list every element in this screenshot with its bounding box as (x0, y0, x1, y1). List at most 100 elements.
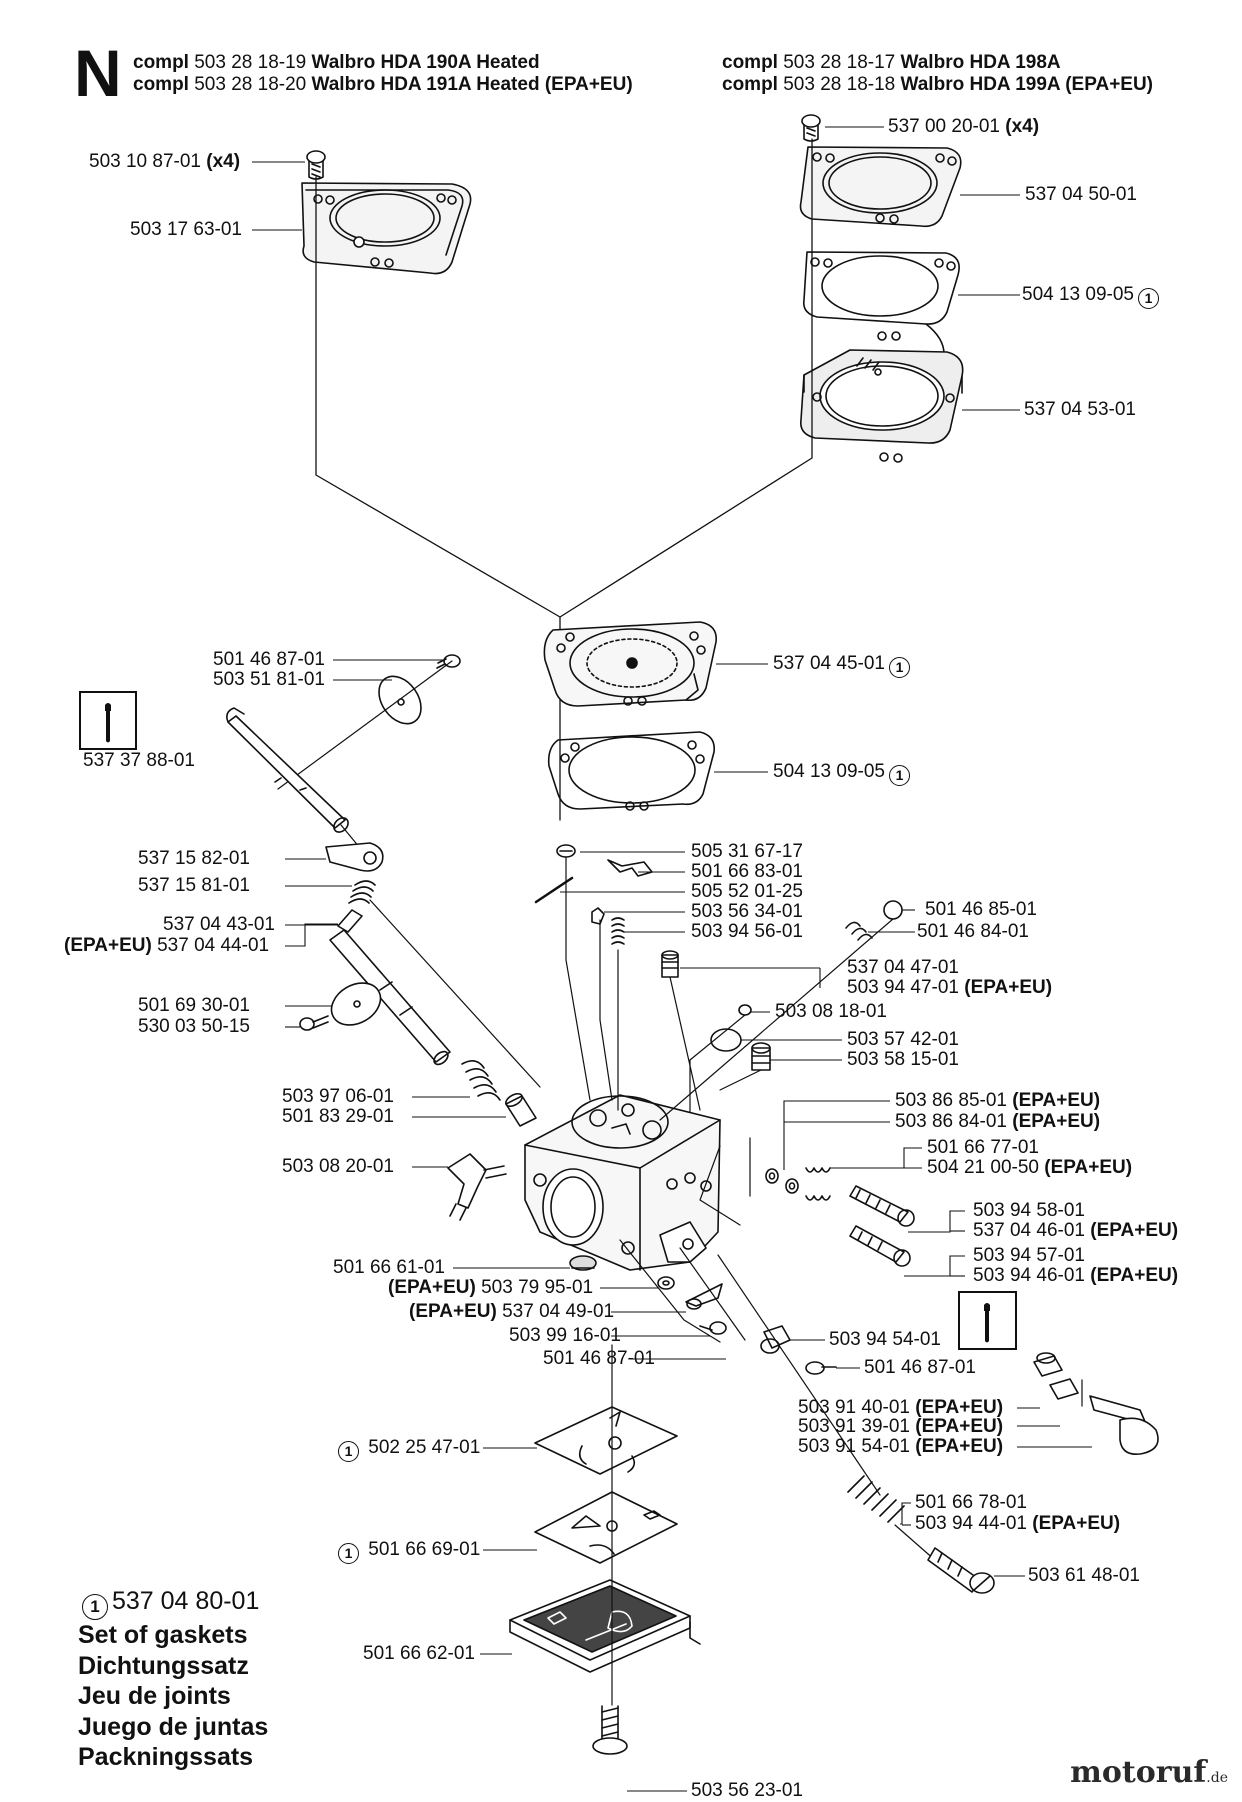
fuel-inlet-503-08-20 (447, 1153, 507, 1221)
washers-503-86-85 (765, 1168, 799, 1194)
legend-line: Juego de juntas (78, 1712, 269, 1741)
plug-537-04-47 (661, 950, 679, 978)
legend-line: Packningssats (78, 1743, 254, 1771)
spring-501-46-84 (845, 921, 873, 941)
part-label: 503 86 85-01 (EPA+EU) (895, 1090, 1101, 1111)
screw-501-46-87-right (805, 1361, 837, 1375)
part-label: 530 03 50-15 (138, 1016, 250, 1037)
gasket-set-mark: 1 (889, 765, 910, 786)
swivel-503-79-95 (657, 1276, 675, 1290)
tool-box-right (958, 1291, 1017, 1350)
kit-number: 503 28 18-18 (783, 74, 896, 95)
part-label: 501 46 87-01 (213, 649, 325, 670)
part-label: 503 56 34-01 (691, 901, 803, 922)
part-label: 503 94 46-01 (EPA+EU) (973, 1265, 1179, 1286)
pump-cover-537-04-50 (799, 146, 962, 228)
part-label: 503 94 58-01 (973, 1200, 1085, 1221)
legend-line: Jeu de joints (78, 1682, 231, 1710)
part-label: 537 04 47-01 (847, 957, 959, 978)
lever-537-04-49 (685, 1283, 723, 1310)
kit-title: Walbro HDA 190A Heated (311, 52, 540, 73)
choke-shaft-537-04-43 (329, 909, 451, 1066)
needle-503-94-58 (849, 1185, 915, 1227)
part-label: 501 66 77-01 (927, 1137, 1039, 1158)
part-label: 503 56 23-01 (691, 1780, 803, 1801)
part-label: 503 97 06-01 (282, 1086, 394, 1107)
screw-503-99-16 (699, 1321, 727, 1335)
wrench-icon (105, 703, 111, 743)
diaphragm-537-04-45 (543, 621, 717, 707)
part-label: 1 502 25 47-01 (334, 1437, 480, 1462)
idle-screw-503-61-48 (927, 1547, 995, 1594)
diaphragm-ring-537-04-53 (799, 349, 964, 463)
part-label: 503 91 39-01 (EPA+EU) (798, 1416, 1004, 1437)
part-label: 503 10 87-01 (x4) (89, 151, 241, 172)
spring-503-97-06 (461, 1060, 501, 1101)
part-label: 503 99 16-01 (509, 1325, 621, 1346)
gasket-set-mark: 1 (338, 1441, 359, 1462)
part-label: 537 37 88-01 (83, 750, 195, 771)
kit-number: 503 28 18-19 (194, 52, 307, 73)
part-label: 503 58 15-01 (847, 1049, 959, 1070)
kit-prefix: compl (722, 52, 778, 73)
part-label: 501 66 61-01 (333, 1257, 445, 1278)
part-label: 503 61 48-01 (1028, 1565, 1140, 1586)
part-label: 503 94 44-01 (EPA+EU) (915, 1513, 1121, 1534)
filter-screen-501-66-61 (569, 1255, 597, 1271)
inlet-needle-503-56-34 (591, 907, 605, 925)
gasket-504-13-09-lower (547, 731, 716, 811)
part-label: 503 08 20-01 (282, 1156, 394, 1177)
choke-valve-501-69-30 (330, 982, 382, 1026)
part-label: 503 17 63-01 (130, 219, 242, 240)
legend-line: Dichtungssatz (78, 1651, 249, 1680)
watermark-logo: motoruf.de (1070, 1755, 1228, 1790)
screw-501-46-87-top (436, 654, 461, 669)
part-label: 503 08 18-01 (775, 1001, 887, 1022)
part-label: 504 21 00-50 (EPA+EU) (927, 1157, 1133, 1178)
header-kit-left-2: compl 503 28 18-20 Walbro HDA 191A Heate… (133, 74, 633, 96)
gasket-set-mark: 1 (338, 1543, 359, 1564)
spring-503-94-56 (611, 917, 625, 945)
part-label: 501 66 62-01 (363, 1643, 475, 1664)
header-kit-right-2: compl 503 28 18-18 Walbro HDA 199A (EPA+… (722, 74, 1153, 96)
header-kit-right-1: compl 503 28 18-17 Walbro HDA 198A (722, 52, 1061, 74)
part-label: 501 66 78-01 (915, 1492, 1027, 1513)
screw-530-03-50 (299, 1015, 329, 1031)
screw-503-10-87 (306, 150, 326, 180)
part-label: 503 86 84-01 (EPA+EU) (895, 1111, 1101, 1132)
part-label: 503 94 56-01 (691, 921, 803, 942)
screw-503-56-23 (592, 1705, 628, 1755)
legend-line: Set of gaskets (78, 1621, 248, 1649)
part-label: 501 46 85-01 (925, 899, 1037, 920)
limiter-caps-503-91-40 (1033, 1352, 1079, 1400)
springs-501-66-77 (805, 1167, 831, 1201)
part-label: 503 94 47-01 (EPA+EU) (847, 977, 1053, 998)
needle-503-94-57 (849, 1225, 911, 1267)
spring-537-15-81 (348, 880, 376, 904)
part-label: 503 57 42-01 (847, 1029, 959, 1050)
part-label: 503 91 40-01 (EPA+EU) (798, 1397, 1004, 1418)
section-letter: N (74, 36, 122, 110)
kit-title: Walbro HDA 198A (900, 52, 1061, 73)
kit-title: Walbro HDA 199A (EPA+EU) (900, 74, 1154, 95)
screen-503-58-15 (751, 1042, 771, 1071)
part-label: 505 31 67-17 (691, 841, 803, 862)
part-label: 503 94 57-01 (973, 1245, 1085, 1266)
part-label: 537 00 20-01 (x4) (888, 116, 1040, 137)
part-label: 501 46 84-01 (917, 921, 1029, 942)
part-label: 501 83 29-01 (282, 1106, 394, 1127)
wrench-icon (984, 1303, 990, 1343)
diaphragm-501-66-69 (534, 1491, 678, 1564)
part-label: 501 66 83-01 (691, 861, 803, 882)
part-label: 501 69 30-01 (138, 995, 250, 1016)
part-label: 501 46 87-01 (543, 1348, 655, 1369)
kit-prefix: compl (133, 74, 189, 95)
throttle-lever-537-15-82 (325, 842, 384, 872)
part-label: 537 04 46-01 (EPA+EU) (973, 1220, 1179, 1241)
part-label: 503 51 81-01 (213, 669, 325, 690)
